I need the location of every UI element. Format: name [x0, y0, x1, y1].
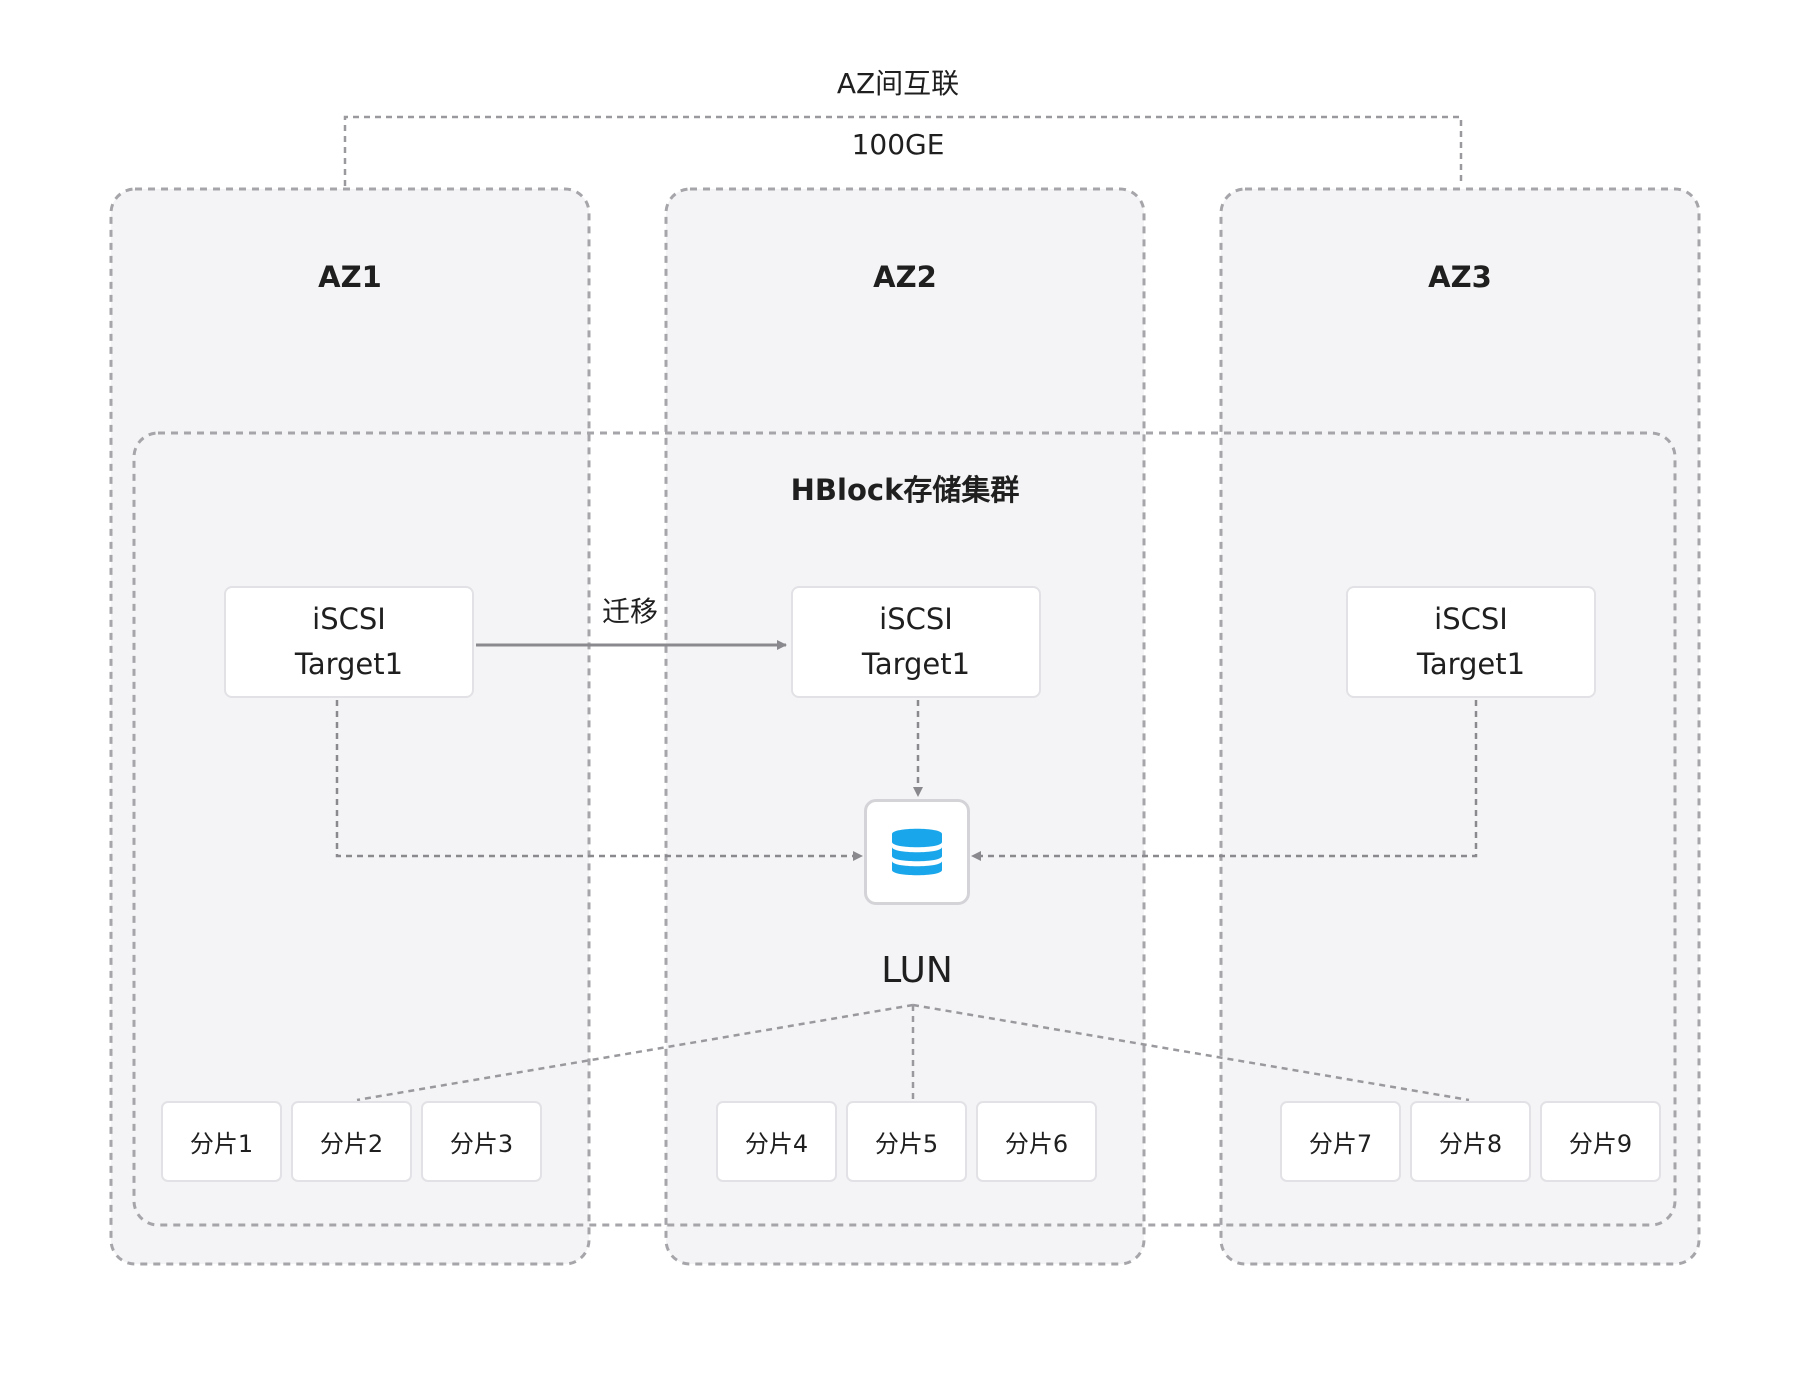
lun-label: LUN: [881, 950, 953, 991]
shard-4: 分片4: [716, 1101, 837, 1182]
az3-zone: [1219, 187, 1701, 1266]
interconnect-bandwidth: 100GE: [851, 128, 945, 161]
shard-6: 分片6: [976, 1101, 1097, 1182]
shard-7: 分片7: [1280, 1101, 1401, 1182]
az1-label: AZ1: [318, 260, 382, 294]
target-protocol: iSCSI: [312, 602, 386, 636]
target-name: Target1: [294, 647, 404, 681]
iscsi-target-az3: iSCSI Target1: [1346, 586, 1596, 698]
target-protocol: iSCSI: [879, 602, 953, 636]
iscsi-target-az2: iSCSI Target1: [791, 586, 1041, 698]
shard-9: 分片9: [1540, 1101, 1661, 1182]
target1-to-lun-connector: [335, 700, 863, 861]
shard-5: 分片5: [846, 1101, 967, 1182]
target-name: Target1: [861, 647, 971, 681]
shard-2: 分片2: [291, 1101, 412, 1182]
shard-3: 分片3: [421, 1101, 542, 1182]
az2-zone: [664, 187, 1146, 1266]
interconnect-link: [343, 115, 1463, 186]
cluster-boundary: [132, 431, 1677, 1227]
target3-to-lun-connector: [971, 700, 1478, 861]
target-name: Target1: [1416, 647, 1526, 681]
migration-label: 迁移: [601, 595, 658, 628]
database-icon: [892, 828, 942, 876]
az2-label: AZ2: [873, 260, 937, 294]
az3-label: AZ3: [1428, 260, 1492, 294]
az1-zone: [109, 187, 591, 1266]
iscsi-target-az1: iSCSI Target1: [224, 586, 474, 698]
lun-node: [864, 799, 970, 905]
cluster-label: HBlock存储集群: [790, 473, 1020, 507]
interconnect-title: AZ间互联: [836, 67, 960, 100]
shard-1: 分片1: [161, 1101, 282, 1182]
shard-8: 分片8: [1410, 1101, 1531, 1182]
target-protocol: iSCSI: [1434, 602, 1508, 636]
